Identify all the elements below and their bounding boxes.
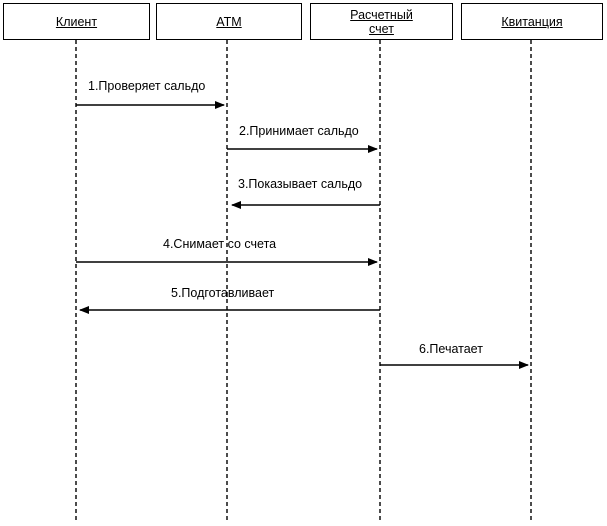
object-client: Клиент	[3, 3, 150, 40]
object-atm-label: АТМ	[216, 14, 242, 29]
message-label-1: 1.Проверяет сальдо	[88, 79, 206, 93]
object-atm: АТМ	[156, 3, 302, 40]
message-label-5: 5.Подготавливает	[171, 286, 275, 300]
message-label-3: 3.Показывает сальдо	[238, 177, 363, 191]
message-label-2: 2.Принимает сальдо	[239, 124, 359, 138]
message-label-6: 6.Печатает	[419, 342, 483, 356]
object-client-label: Клиент	[55, 14, 98, 29]
object-account-label: Расчетный счет	[350, 7, 413, 36]
message-label-4: 4.Снимает со счета	[163, 237, 277, 251]
object-receipt-label: Квитанция	[501, 14, 563, 29]
object-receipt: Квитанция	[461, 3, 603, 40]
object-account: Расчетный счет	[310, 3, 453, 40]
